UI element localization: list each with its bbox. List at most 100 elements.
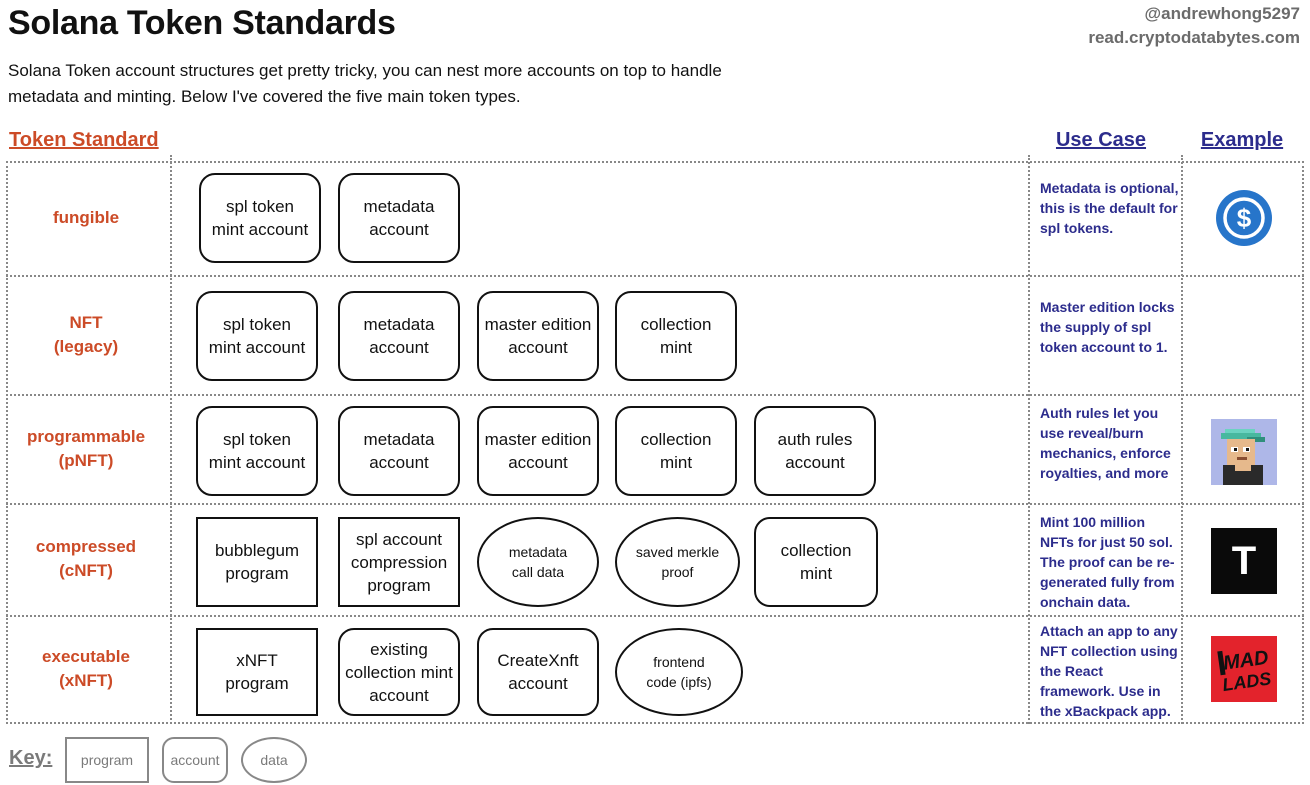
box-line: program: [225, 674, 289, 693]
row-label-fungible: fungible: [8, 163, 164, 273]
row-label-executable: executable (xNFT): [8, 617, 164, 720]
box-auth-rules-account: auth rules account: [754, 406, 876, 496]
box-line: mint account: [211, 220, 309, 239]
box-line: collection: [780, 541, 852, 560]
box-line: metadata: [508, 544, 568, 560]
box-line: saved merkle: [635, 544, 720, 560]
box-line: program: [367, 575, 431, 595]
row-label-compressed: compressed (cNFT): [8, 505, 164, 613]
box-line: CreateXnft: [497, 651, 579, 670]
box-line: existing: [370, 639, 428, 659]
tensor-t-logo: T: [1211, 528, 1277, 594]
box-line: program: [225, 564, 289, 583]
box-line: account: [369, 220, 429, 239]
box-metadata-account: metadata account: [338, 173, 460, 263]
box-line: spl account: [356, 529, 442, 549]
box-collection-mint: collection mint: [615, 291, 737, 381]
pixel-avatar-icon: [1211, 419, 1277, 485]
box-line: account: [369, 338, 429, 357]
box-master-edition-account: master edition account: [477, 406, 599, 496]
grid-line-left: [6, 161, 8, 724]
box-line: collection mint: [345, 662, 453, 682]
box-line: compression: [350, 552, 448, 572]
box-frontend-code-ipfs: frontend code (ipfs): [615, 628, 743, 716]
grid-line-top: [6, 161, 1304, 163]
row-label-line: programmable: [26, 426, 146, 446]
box-line: auth rules: [777, 430, 853, 449]
row-label-line: (cNFT): [59, 561, 113, 580]
grid-line-row-3: [6, 503, 1304, 505]
column-header-example: Example: [1200, 129, 1284, 151]
grid-line-label-divider: [170, 155, 172, 724]
box-line: metadata: [363, 430, 435, 449]
box-metadata-account: metadata account: [338, 291, 460, 381]
row-label-line: (pNFT): [58, 450, 114, 470]
row-label-line: (xNFT): [59, 670, 113, 690]
box-line: frontend: [653, 654, 705, 670]
box-line: account: [508, 674, 568, 693]
box-line: mint account: [208, 453, 306, 472]
box-bubblegum-program: bubblegum program: [196, 517, 318, 607]
box-line: spl token: [222, 315, 292, 334]
grid-line-right: [1302, 161, 1304, 724]
author-handle: @andrewhong5297: [1144, 4, 1300, 23]
box-line: mint: [659, 338, 693, 357]
row-label-line: compressed: [35, 537, 137, 556]
box-line: bubblegum: [214, 541, 300, 560]
row-label-line: fungible: [52, 208, 120, 227]
box-line: master edition: [484, 430, 592, 449]
row-label-nft-legacy: NFT (legacy): [8, 277, 164, 392]
author-site: read.cryptodatabytes.com: [1088, 28, 1300, 47]
box-line: spl token: [222, 430, 292, 449]
use-case-nft-legacy: Master edition locks the supply of spl t…: [1040, 299, 1175, 355]
row-label-line: (legacy): [53, 336, 119, 356]
box-line: call data: [511, 564, 565, 580]
key-account-box: account: [162, 737, 228, 783]
box-saved-merkle-proof: saved merkle proof: [615, 517, 740, 607]
usdc-coin-icon: $: [1215, 189, 1273, 247]
key-label: Key:: [9, 747, 53, 769]
use-case-executable: Attach an app to any NFT collection usin…: [1040, 623, 1178, 719]
box-line: code (ipfs): [646, 674, 712, 690]
box-line: collection: [640, 315, 712, 334]
column-header-use-case: Use Case: [1055, 129, 1147, 151]
box-line: metadata: [363, 197, 435, 216]
grid-line-row-4: [6, 615, 1304, 617]
box-line: account: [369, 685, 429, 705]
box-master-edition-account: master edition account: [477, 291, 599, 381]
box-line: xNFT: [236, 651, 278, 670]
grid-line-row-1: [6, 275, 1304, 277]
box-collection-mint: collection mint: [615, 406, 737, 496]
box-existing-collection-mint-account: existing collection mint account: [338, 628, 460, 716]
box-createxnft-account: CreateXnft account: [477, 628, 599, 716]
box-line: mint: [659, 453, 693, 472]
box-xnft-program: xNFT program: [196, 628, 318, 716]
box-line: master edition: [484, 315, 592, 334]
box-line: proof: [661, 564, 694, 580]
box-line: mint: [799, 564, 833, 583]
box-line: account: [785, 453, 845, 472]
intro-text: Solana Token account structures get pret…: [8, 61, 722, 106]
box-collection-mint: collection mint: [754, 517, 878, 607]
key-program-box: program: [65, 737, 149, 783]
grid-line-row-2: [6, 394, 1304, 396]
tensor-t-letter: T: [1231, 538, 1257, 583]
row-label-line: NFT: [69, 312, 103, 332]
page-title: Solana Token Standards: [8, 4, 396, 42]
grid-line-example-divider: [1181, 155, 1183, 724]
box-line: metadata: [363, 315, 435, 334]
column-header-token-standard: Token Standard: [9, 129, 159, 151]
use-case-compressed: Mint 100 million NFTs for just 50 sol. T…: [1040, 514, 1175, 610]
grid-line-usecase-divider: [1028, 155, 1030, 724]
box-line: account: [508, 338, 568, 357]
use-case-fungible: Metadata is optional, this is the defaul…: [1040, 180, 1179, 236]
row-label-line: executable: [42, 646, 130, 666]
box-line: collection: [640, 430, 712, 449]
row-label-programmable: programmable (pNFT): [8, 396, 164, 501]
box-line: account: [508, 453, 568, 472]
key-data-box: data: [241, 737, 307, 783]
box-metadata-call-data: metadata call data: [477, 517, 599, 607]
box-spl-token-mint-account: spl token mint account: [199, 173, 321, 263]
box-line: spl token: [225, 197, 295, 216]
